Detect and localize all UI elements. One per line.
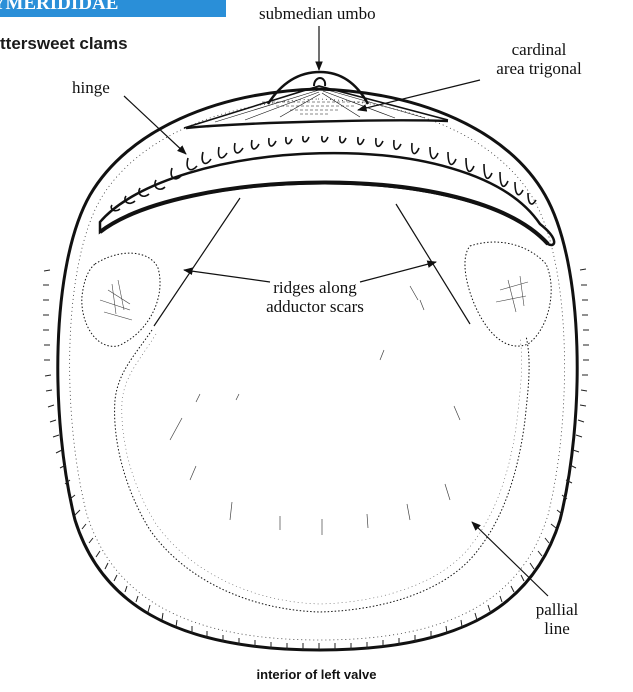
label-submedian-umbo: submedian umbo — [259, 4, 376, 23]
posterior-adductor-scar — [465, 242, 551, 346]
hinge-plate — [100, 153, 554, 245]
label-cardinal-area: cardinal area trigonal — [474, 40, 604, 78]
label-cardinal-area-line2: area trigonal — [474, 59, 604, 78]
posterior-ridge — [396, 204, 470, 324]
anterior-ridge — [154, 198, 240, 326]
label-hinge: hinge — [72, 78, 110, 97]
umbo-notch — [314, 78, 325, 86]
label-ridges: ridges along adductor scars — [250, 278, 380, 316]
label-cardinal-area-line1: cardinal — [474, 40, 604, 59]
cardinal-area — [184, 86, 448, 128]
label-pallial-line-line1: pallial — [522, 600, 592, 619]
label-pallial-line-line2: line — [522, 619, 592, 638]
figure-caption: interior of left valve — [0, 667, 633, 682]
hinge-inner-edge — [100, 183, 548, 245]
pallial-line — [115, 330, 530, 612]
internal-radial-striae — [170, 286, 460, 535]
label-ridges-line2: adductor scars — [250, 297, 380, 316]
pallial-line-arrow — [472, 522, 548, 596]
inner-margin — [70, 99, 565, 640]
marginal-crenulations — [43, 269, 589, 650]
label-pallial-line: pallial line — [522, 600, 592, 638]
label-ridges-line1: ridges along — [250, 278, 380, 297]
anterior-adductor-scar — [82, 253, 160, 346]
